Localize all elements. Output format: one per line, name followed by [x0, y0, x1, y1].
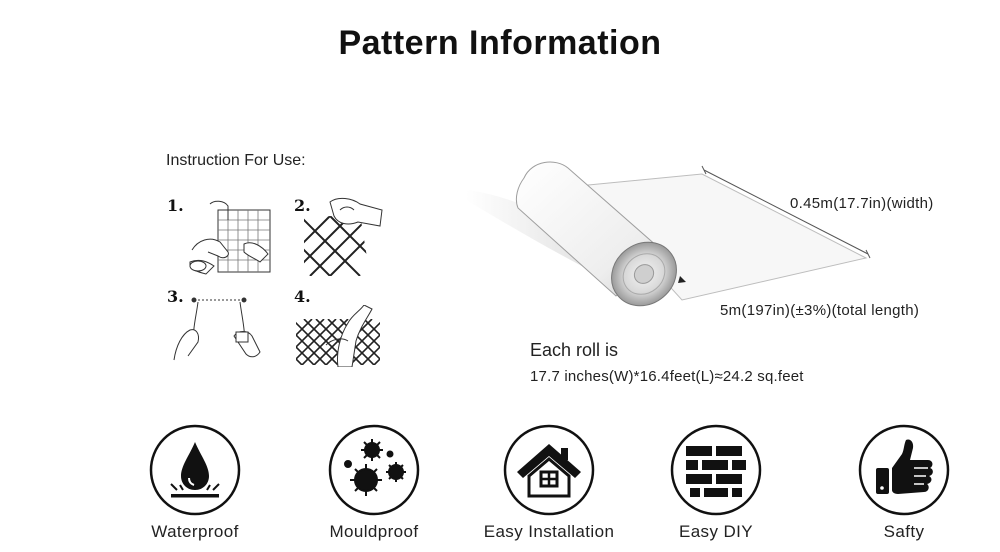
step-number-3: 3.	[167, 287, 184, 306]
instructions-title: Instruction For Use:	[166, 152, 306, 169]
feature-label: Mouldproof	[329, 522, 419, 541]
roll-heading: Each roll is	[530, 340, 619, 360]
feature-easy-installation: Easy Installation	[474, 424, 624, 542]
house-icon	[503, 424, 595, 516]
roll-width-label: 0.45m(17.7in)(width)	[790, 195, 934, 212]
feature-safety: Safty	[829, 424, 979, 542]
step-number-2: 2.	[294, 196, 311, 215]
roll-length-label: 5m(197in)(±3%)(total length)	[720, 302, 920, 319]
feature-label: Waterproof	[151, 522, 239, 541]
page-title: Pattern Information	[338, 24, 662, 62]
mould-spores-icon	[328, 424, 420, 516]
step-number-4: 4.	[294, 287, 311, 306]
step-4-illustration	[296, 305, 380, 367]
feature-mouldproof: Mouldproof	[299, 424, 449, 542]
step-number-1: 1.	[167, 196, 184, 215]
step-1-illustration	[189, 200, 271, 275]
step-3-illustration	[173, 297, 261, 361]
step-2-illustration	[304, 197, 383, 276]
feature-waterproof: Waterproof	[120, 424, 270, 542]
thumbs-up-icon	[858, 424, 950, 516]
feature-label: Easy DIY	[678, 522, 754, 541]
feature-label: Safty	[883, 522, 925, 541]
feature-label: Easy Installation	[483, 522, 615, 541]
wallpaper-roll-illustration	[466, 161, 871, 307]
feature-easy-diy: Easy DIY	[641, 424, 791, 542]
roll-spec: 17.7 inches(W)*16.4feet(L)≈24.2 sq.feet	[530, 368, 804, 385]
water-drop-icon	[149, 424, 241, 516]
brick-wall-icon	[670, 424, 762, 516]
